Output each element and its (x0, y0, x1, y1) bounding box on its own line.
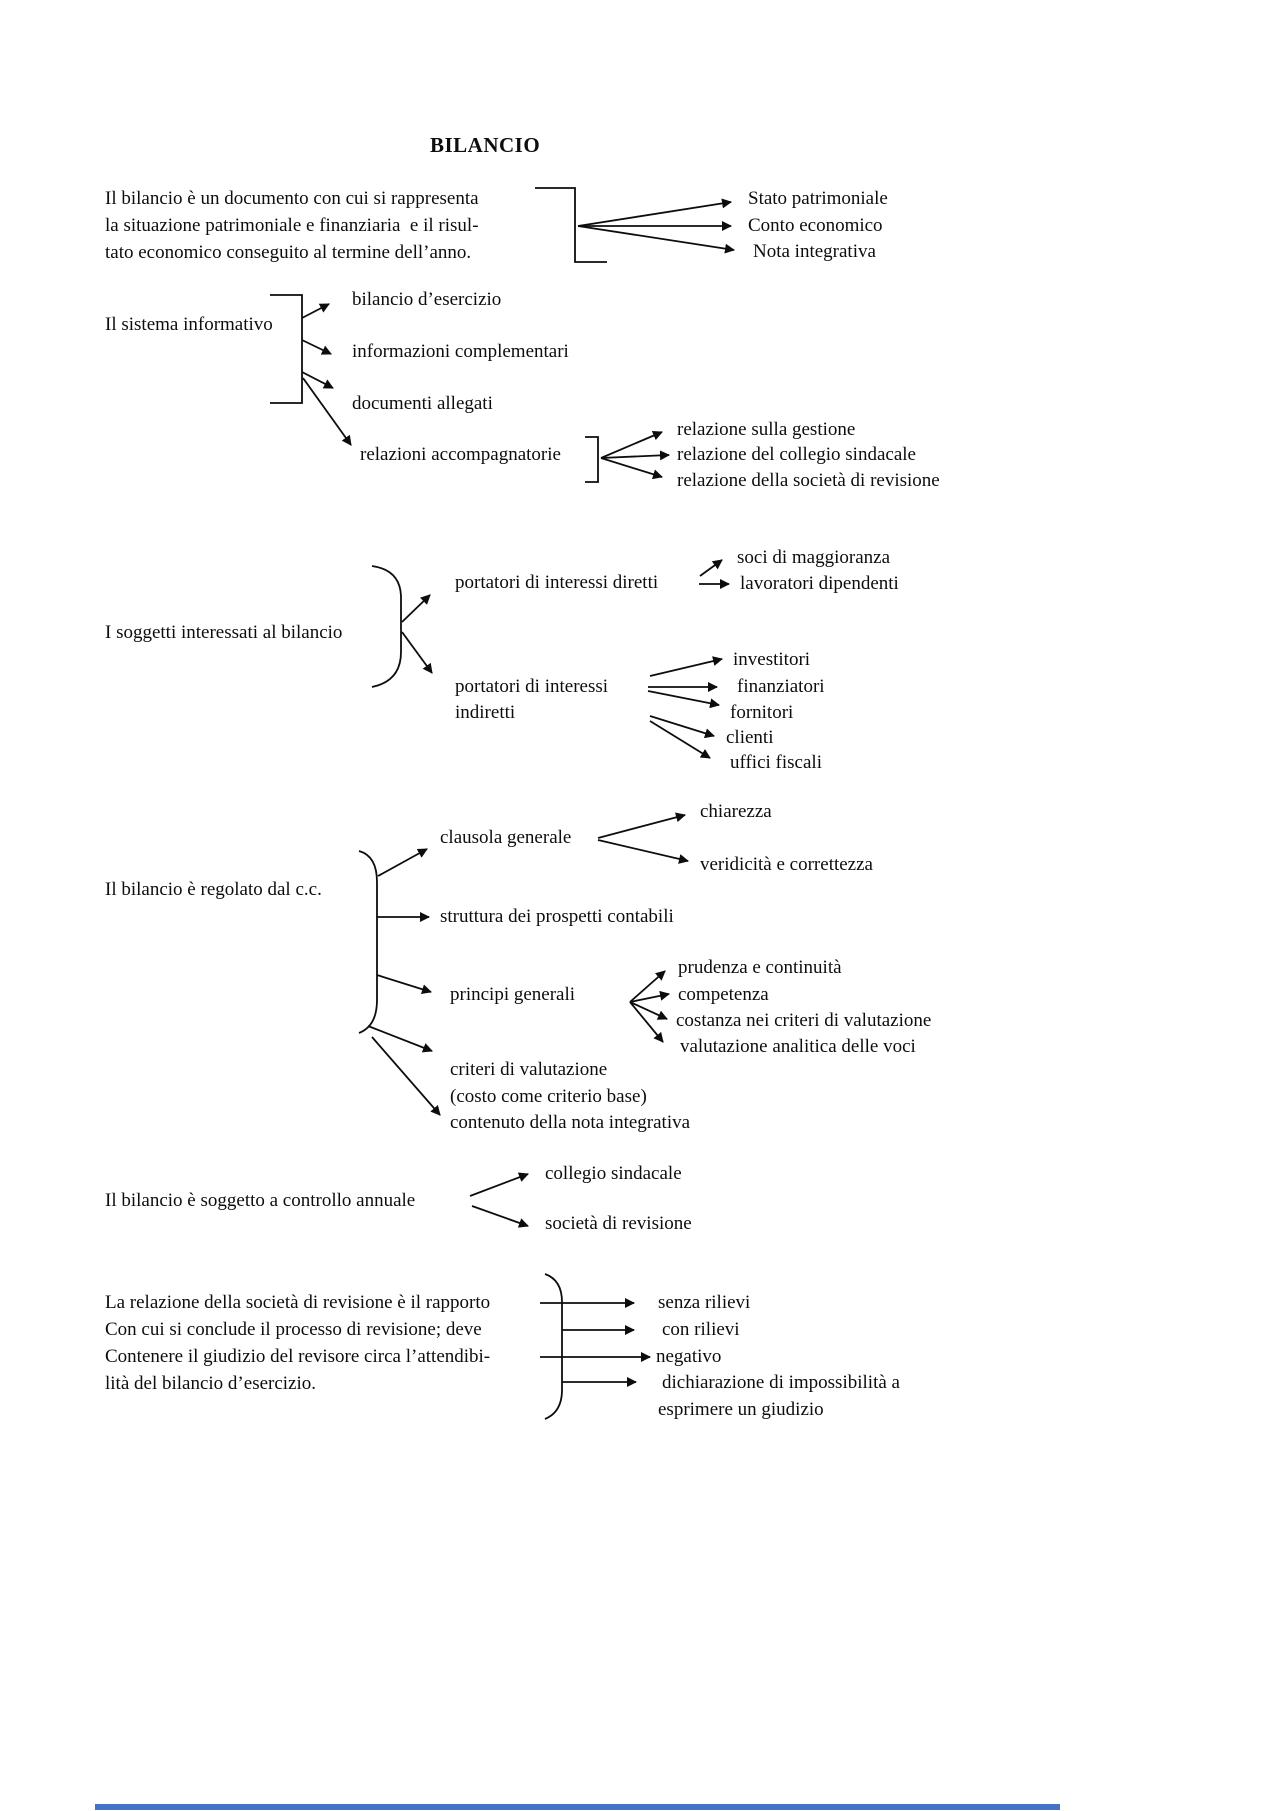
arrow-criteri (367, 1025, 433, 1053)
bracket-sistema (270, 294, 303, 404)
page-title: BILANCIO (430, 133, 541, 157)
revisione-line-4: lità del bilancio d’esercizio. (105, 1373, 317, 1394)
arrow-clienti (649, 715, 715, 739)
item-principi-generali: principi generali (450, 984, 576, 1005)
arrow-portatori-diretti (401, 594, 431, 623)
bracket-intro (535, 187, 607, 263)
item-fornitori: fornitori (730, 702, 794, 723)
arrow-fornitori (647, 690, 720, 709)
arrow-valutazione-analitica (629, 1001, 664, 1043)
revisione-line-3: Contenere il giudizio del revisore circa… (105, 1346, 491, 1367)
item-relazione-societa: relazione della società di revisione (677, 470, 940, 491)
item-negativo: negativo (656, 1346, 722, 1367)
arrow-principi (376, 974, 432, 995)
label-soggetti: I soggetti interessati al bilancio (105, 622, 343, 643)
item-nota-integrativa: Nota integrativa (753, 241, 876, 262)
arrow-contenuto (371, 1036, 441, 1116)
brace-soggetti (371, 565, 402, 688)
item-conto-economico: Conto economico (748, 215, 883, 236)
item-criteri-valutazione: criteri di valutazione (450, 1059, 608, 1080)
arrow-stato-patrimoniale (577, 198, 732, 227)
brace-revisione (544, 1273, 563, 1420)
arrow-documenti (301, 371, 334, 389)
item-struttura-prospetti: struttura dei prospetti contabili (440, 906, 674, 927)
arrow-societa-revisione (471, 1205, 529, 1228)
item-documenti-allegati: documenti allegati (352, 393, 493, 414)
item-stato-patrimoniale: Stato patrimoniale (748, 188, 888, 209)
arrow-relazioni (302, 377, 352, 446)
item-relazione-collegio: relazione del collegio sindacale (677, 444, 916, 465)
label-portatori-indiretti-1: portatori di interessi (455, 676, 609, 697)
arrow-collegio-sindacale (469, 1172, 529, 1197)
item-finanziatori: finanziatori (737, 676, 825, 697)
item-competenza: competenza (678, 984, 769, 1005)
label-codice-civile: Il bilancio è regolato dal c.c. (105, 879, 322, 900)
item-societa-revisione: società di revisione (545, 1213, 692, 1234)
arrow-nota-integrativa (577, 225, 735, 254)
intro-line-3: tato economico conseguito al termine del… (105, 242, 472, 263)
bracket-relazioni (585, 436, 599, 483)
item-uffici-fiscali: uffici fiscali (730, 752, 822, 773)
arrow-soci (699, 559, 723, 577)
item-esprimere-giudizio: esprimere un giudizio (658, 1399, 824, 1420)
label-portatori-diretti: portatori di interessi diretti (455, 572, 659, 593)
item-costo-criterio-base: (costo come criterio base) (450, 1086, 647, 1107)
arrow-veridicita (597, 839, 689, 864)
item-bilancio-esercizio: bilancio d’esercizio (352, 289, 502, 310)
item-valutazione-analitica: valutazione analitica delle voci (680, 1036, 916, 1057)
bottom-accent-bar (95, 1804, 1060, 1810)
item-dichiarazione-impossibilita: dichiarazione di impossibilità a (662, 1372, 900, 1393)
arrow-costanza (629, 1001, 668, 1020)
item-clausola-generale: clausola generale (440, 827, 572, 848)
arrow-competenza (629, 990, 670, 1003)
item-senza-rilievi: senza rilievi (658, 1292, 751, 1313)
item-chiarezza: chiarezza (700, 801, 772, 822)
item-collegio-sindacale: collegio sindacale (545, 1163, 682, 1184)
label-sistema-informativo: Il sistema informativo (105, 314, 273, 335)
item-relazione-gestione: relazione sulla gestione (677, 419, 856, 440)
arrow-portatori-indiretti (401, 631, 433, 674)
item-veridicita: veridicità e correttezza (700, 854, 873, 875)
brace-codice-civile (358, 850, 378, 1034)
arrow-investitori (649, 656, 723, 677)
label-portatori-indiretti-2: indiretti (455, 702, 516, 723)
label-controllo-annuale: Il bilancio è soggetto a controllo annua… (105, 1190, 416, 1211)
arrow-clausola (377, 848, 428, 877)
item-contenuto-nota: contenuto della nota integrativa (450, 1112, 691, 1133)
item-soci-maggioranza: soci di maggioranza (737, 547, 891, 568)
arrow-rel-collegio (600, 450, 670, 461)
arrow-bilancio-esercizio (301, 303, 330, 319)
arrow-rel-societa (600, 457, 663, 480)
arrow-chiarezza (597, 812, 686, 839)
item-lavoratori-dipendenti: lavoratori dipendenti (740, 573, 899, 594)
item-relazioni-accompagnatorie: relazioni accompagnatorie (360, 444, 561, 465)
item-clienti: clienti (726, 727, 774, 748)
item-costanza: costanza nei criteri di valutazione (676, 1010, 932, 1031)
intro-line-2: la situazione patrimoniale e finanziaria… (105, 215, 479, 236)
item-con-rilievi: con rilievi (662, 1319, 740, 1340)
item-informazioni-complementari: informazioni complementari (352, 341, 569, 362)
arrow-uffici (649, 720, 711, 759)
intro-line-1: Il bilancio è un documento con cui si ra… (105, 188, 479, 209)
item-investitori: investitori (733, 649, 811, 670)
revisione-line-2: Con cui si conclude il processo di revis… (105, 1319, 482, 1340)
item-prudenza: prudenza e continuità (678, 957, 842, 978)
arrow-rel-gestione (600, 430, 663, 459)
revisione-line-1: La relazione della società di revisione … (105, 1292, 491, 1313)
arrow-prudenza (629, 970, 666, 1003)
arrow-informazioni (301, 339, 332, 355)
